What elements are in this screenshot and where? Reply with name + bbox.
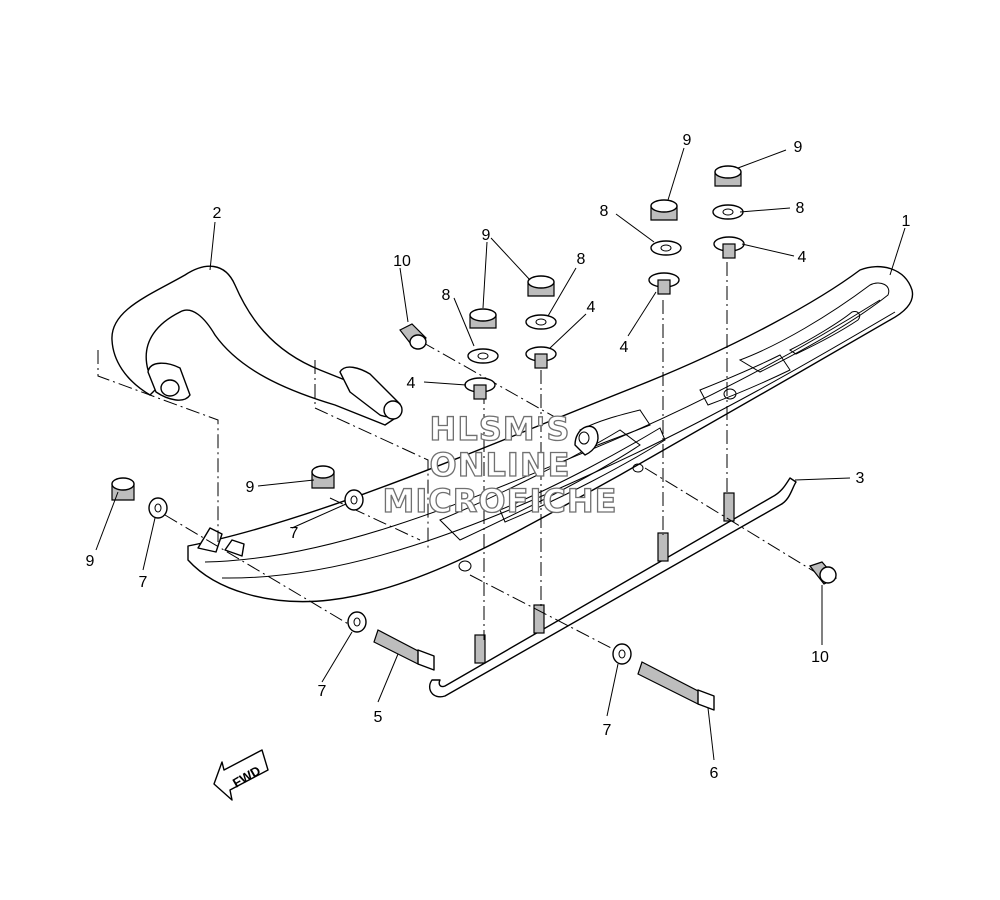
callout-9-col4: 9 (794, 139, 803, 156)
callout-9-col12: 9 (482, 227, 491, 244)
leader-lines (95, 147, 906, 761)
callout-6: 6 (710, 765, 719, 782)
callout-4-col1: 4 (407, 375, 416, 392)
callout-8-col2: 8 (577, 251, 586, 268)
callout-9-left: 9 (86, 553, 95, 570)
callout-10-left: 10 (393, 253, 411, 270)
callout-1: 1 (902, 213, 911, 230)
callout-9-col3: 9 (683, 132, 692, 149)
callout-4-col3: 4 (620, 339, 629, 356)
ski-part (187, 266, 914, 603)
runner-part (428, 477, 797, 698)
callout-2: 2 (213, 205, 222, 222)
callout-7-bottom-left: 7 (318, 683, 327, 700)
callout-7-centre: 7 (290, 525, 299, 542)
hardware (111, 165, 837, 711)
handle-part (111, 265, 403, 426)
callout-10-right: 10 (811, 649, 829, 666)
watermark-line-2: ONLINE (430, 446, 571, 484)
callout-5: 5 (374, 709, 383, 726)
watermark: HLSM'S ONLINE MICROFICHE (382, 409, 618, 520)
callout-8-col4: 8 (796, 200, 805, 217)
callout-7-left: 7 (139, 574, 148, 591)
callout-8-col1: 8 (442, 287, 451, 304)
callout-9-centre: 9 (246, 479, 255, 496)
callout-4-col4: 4 (798, 249, 807, 266)
callout-8-col3: 8 (600, 203, 609, 220)
callout-4-col2: 4 (587, 299, 596, 316)
callout-3: 3 (856, 470, 865, 487)
callouts: 1 2 3 10 10 8 4 9 8 4 8 9 4 9 8 4 9 7 9 … (86, 132, 911, 782)
callout-7-bottom-right: 7 (603, 722, 612, 739)
watermark-line-3: MICROFICHE (383, 482, 618, 520)
watermark-line-1: HLSM'S (430, 410, 571, 448)
fwd-arrow-icon: FWD (213, 749, 269, 801)
